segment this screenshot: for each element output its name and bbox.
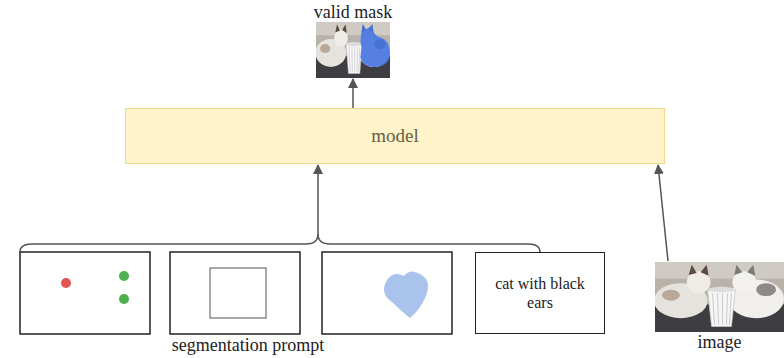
- box-prompt: [210, 268, 266, 318]
- brace: [20, 234, 318, 252]
- output-mask-image: valid mask: [303, 2, 403, 78]
- mask-prompt: [384, 271, 428, 318]
- photo: [655, 262, 784, 332]
- positive-point: [119, 271, 129, 281]
- points-prompt-frame: [20, 252, 150, 334]
- model-box: model: [125, 108, 665, 164]
- photo: [316, 22, 390, 78]
- connector-arrow: [352, 79, 354, 108]
- box-text: cat with black ears: [495, 274, 585, 312]
- input-image: image: [655, 262, 784, 352]
- positive-point: [119, 294, 129, 304]
- connector-arrow: [658, 165, 668, 261]
- mask-prompt-frame: [322, 252, 452, 334]
- box-prompt-frame: [170, 252, 300, 334]
- negative-point: [61, 278, 71, 288]
- group-label: segmentation prompt: [148, 335, 348, 355]
- text-prompt-box: cat with black ears: [475, 252, 605, 334]
- connector-arrow: [318, 165, 540, 252]
- box-text: model: [371, 125, 419, 148]
- image-caption: image: [655, 332, 784, 352]
- image-caption: valid mask: [303, 2, 403, 22]
